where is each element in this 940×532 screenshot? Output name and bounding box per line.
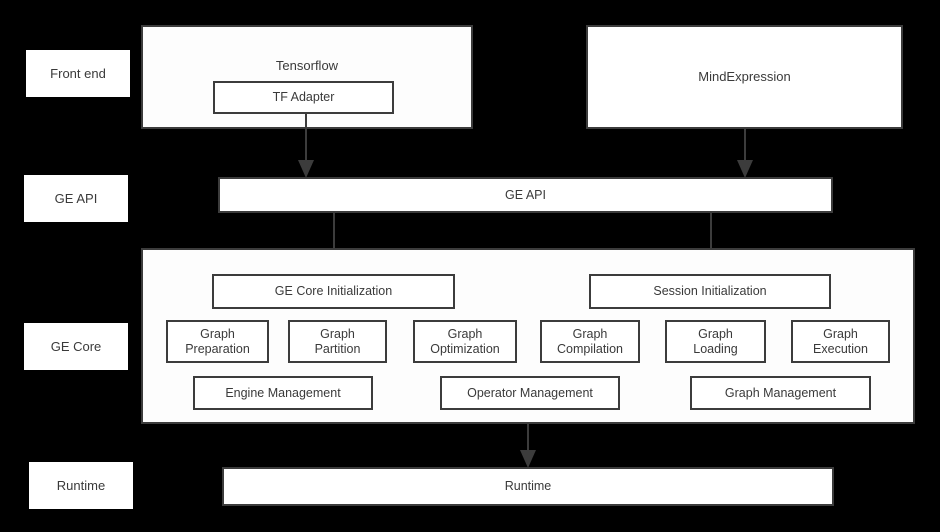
- module-graph-optimization-label: Graph Optimization: [430, 326, 500, 356]
- module-graph-preparation-label: Graph Preparation: [185, 326, 250, 356]
- module-graph-partition-label: Graph Partition: [314, 326, 361, 356]
- layer-label-ge-api-text: GE API: [54, 190, 98, 206]
- manager-operator-management-label: Operator Management: [467, 385, 593, 400]
- module-graph-execution-label: Graph Execution: [813, 326, 868, 356]
- module-graph-partition[interactable]: Graph Partition: [288, 320, 387, 363]
- mindexpression-box[interactable]: MindExpression: [586, 25, 903, 129]
- mindexpression-label: MindExpression: [698, 69, 791, 85]
- module-graph-optimization[interactable]: Graph Optimization: [413, 320, 517, 363]
- module-graph-execution[interactable]: Graph Execution: [791, 320, 890, 363]
- runtime-bar-label: Runtime: [504, 479, 552, 494]
- layer-label-runtime: Runtime: [29, 462, 133, 509]
- manager-operator-management[interactable]: Operator Management: [440, 376, 620, 410]
- layer-label-front-end-text: Front end: [50, 65, 106, 81]
- manager-graph-management-label: Graph Management: [724, 385, 837, 400]
- layer-label-front-end: Front end: [26, 50, 130, 97]
- layer-label-ge-core: GE Core: [24, 323, 128, 370]
- layer-label-ge-core-text: GE Core: [50, 338, 102, 354]
- module-graph-loading[interactable]: Graph Loading: [665, 320, 766, 363]
- connector-tf-adapter-to-ge-api: [298, 112, 314, 178]
- layer-label-runtime-text: Runtime: [56, 477, 106, 493]
- manager-engine-management[interactable]: Engine Management: [193, 376, 373, 410]
- session-initialization-label: Session Initialization: [653, 284, 767, 299]
- ge-api-bar[interactable]: GE API: [218, 177, 833, 213]
- ge-api-bar-label: GE API: [505, 187, 546, 202]
- module-graph-loading-label: Graph Loading: [693, 326, 738, 356]
- ge-core-initialization-box[interactable]: GE Core Initialization: [212, 274, 455, 309]
- tf-adapter-box[interactable]: TF Adapter: [213, 81, 394, 114]
- tf-adapter-label: TF Adapter: [272, 90, 335, 105]
- module-graph-compilation[interactable]: Graph Compilation: [540, 320, 640, 363]
- tensorflow-label: Tensorflow: [275, 58, 339, 73]
- manager-graph-management[interactable]: Graph Management: [690, 376, 871, 410]
- connector-ge-core-to-runtime: [520, 424, 536, 468]
- session-initialization-box[interactable]: Session Initialization: [589, 274, 831, 309]
- manager-engine-management-label: Engine Management: [225, 385, 341, 400]
- layer-label-ge-api: GE API: [24, 175, 128, 222]
- module-graph-compilation-label: Graph Compilation: [556, 326, 623, 356]
- runtime-bar[interactable]: Runtime: [222, 467, 834, 506]
- module-graph-preparation[interactable]: Graph Preparation: [166, 320, 269, 363]
- ge-core-initialization-label: GE Core Initialization: [274, 284, 393, 299]
- connector-mindexpression-to-ge-api: [737, 128, 753, 178]
